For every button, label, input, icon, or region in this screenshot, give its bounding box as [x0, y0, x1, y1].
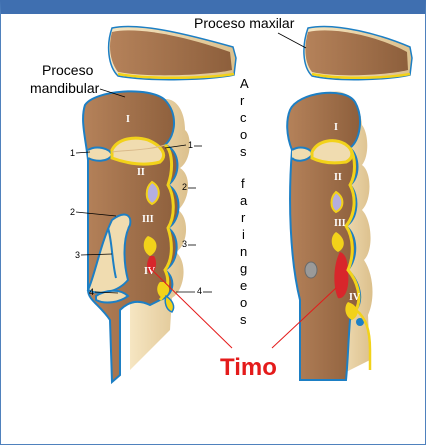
- vertical-letter: s: [240, 144, 247, 159]
- pouch-number-1: 1: [188, 140, 193, 150]
- arch-iv-right: IV: [349, 292, 361, 303]
- vertical-letter: r: [241, 210, 246, 225]
- groove-number-2: 2: [70, 207, 75, 217]
- arch-ii-left: II: [137, 167, 145, 178]
- vertical-letter: g: [240, 261, 247, 276]
- arch-iii-left: III: [142, 214, 154, 225]
- right-maxillary-process: [304, 26, 412, 79]
- pouch-number-3: 3: [182, 239, 187, 249]
- vertical-letter: f: [241, 176, 245, 191]
- label-timo: Timo: [220, 354, 277, 381]
- arch-i-right: I: [334, 122, 338, 133]
- leader-maxilar: [278, 33, 306, 48]
- vertical-letter: o: [240, 127, 247, 142]
- vertical-letter: c: [240, 110, 247, 125]
- vertical-letter: o: [240, 295, 247, 310]
- vertical-letter: i: [242, 227, 245, 242]
- pouch-number-2: 2: [182, 182, 187, 192]
- vertical-letter: r: [240, 93, 245, 108]
- arch-ii-right: II: [334, 172, 342, 183]
- vertical-letter: a: [240, 193, 248, 208]
- vertical-title-arcos-faringeos: A r c o s f a r i n g e o s: [240, 76, 249, 327]
- groove-number-1: 1: [70, 148, 75, 158]
- arch-i-left: I: [126, 114, 130, 125]
- groove-number-4: 4: [89, 287, 94, 297]
- vertical-letter: A: [240, 76, 249, 91]
- vertical-letter: n: [240, 244, 247, 259]
- left-maxillary-process: [109, 26, 236, 79]
- right-embryo-section: [287, 91, 372, 380]
- pouch-number-4: 4: [197, 286, 202, 296]
- vertical-letter: s: [240, 312, 247, 327]
- left-embryo-section: [83, 91, 190, 382]
- vertical-letter: e: [240, 278, 247, 293]
- label-proceso-mandibular-line2: mandibular: [30, 80, 100, 96]
- arch-iii-right: III: [334, 218, 346, 229]
- label-proceso-mandibular-line1: Proceso: [42, 62, 94, 78]
- groove-number-3: 3: [75, 250, 80, 260]
- label-proceso-maxilar: Proceso maxilar: [194, 15, 295, 31]
